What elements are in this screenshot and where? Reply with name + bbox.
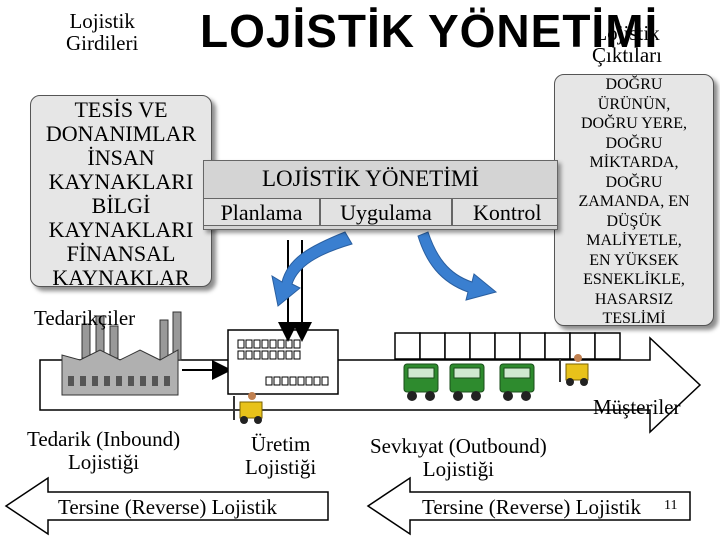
outbound-logistics-label: Sevkıyat (Outbound) Lojistiği — [370, 435, 547, 481]
outputs-item: ÜRÜNÜN, — [597, 95, 671, 113]
management-title: LOJİSTİK YÖNETİMİ — [262, 166, 479, 191]
reverse-arrow-left — [4, 476, 329, 536]
outputs-item: DÜŞÜK — [606, 212, 662, 230]
truck-icon — [449, 363, 485, 401]
outputs-label-line: Çıktıları — [592, 43, 662, 67]
inputs-item: FİNANSAL — [66, 241, 176, 266]
inputs-label-line: Lojistik — [69, 9, 135, 33]
outputs-item: DOĞRU — [605, 173, 663, 191]
production-boxes-icon — [227, 329, 339, 395]
forklift-icon — [233, 392, 263, 424]
stage-planning: Planlama — [203, 198, 320, 226]
outbound-line: Sevkıyat (Outbound) — [370, 434, 547, 458]
outputs-label-line: Lojistik — [594, 21, 660, 45]
reverse-logistics-left-label: Tersine (Reverse) Lojistik — [58, 495, 277, 519]
blue-curved-arrow-right — [417, 231, 498, 301]
blue-curved-arrow-left — [271, 231, 353, 307]
truck-icon — [499, 363, 535, 401]
outputs-item: DOĞRU YERE, — [580, 115, 688, 132]
outputs-item: EN YÜKSEK — [589, 251, 679, 269]
outputs-item: DOĞRU — [605, 134, 663, 152]
inbound-line: Lojistiği — [67, 450, 140, 474]
production-logistics-label: Üretim Lojistiği — [245, 433, 316, 479]
page-title: LOJİSTİK YÖNETİMİ — [200, 5, 659, 57]
factory-icon — [61, 311, 182, 396]
outputs-box: DOĞRU ÜRÜNÜN, DOĞRU YERE, DOĞRU MİKTARDA… — [554, 74, 714, 327]
outputs-item: MİKTARDA, — [589, 154, 679, 171]
inputs-item: KAYNAKLARI — [48, 217, 194, 242]
outputs-item: ESNEKLİKLE, — [583, 271, 685, 288]
forklift-icon — [559, 354, 589, 386]
outputs-item: DOĞRU — [605, 76, 663, 93]
outputs-item: ZAMANDA, EN — [578, 193, 690, 210]
outputs-item: HASARSIZ — [594, 290, 674, 308]
inputs-item: İNSAN — [87, 145, 155, 170]
inputs-item: KAYNAKLARI — [48, 169, 194, 194]
reverse-arrow-right — [366, 476, 691, 536]
suppliers-label: Tedarikçiler — [34, 306, 136, 330]
truck-icon — [403, 363, 439, 401]
inputs-item: KAYNAKLAR — [52, 265, 190, 290]
customers-label: Müşteriler — [593, 395, 681, 419]
outputs-item: MALİYETLE, — [586, 232, 682, 249]
inbound-line: Tedarik (Inbound) — [27, 427, 181, 451]
stage-control: Kontrol — [452, 198, 558, 226]
outputs-label: Lojistik Çıktıları — [592, 22, 662, 66]
main-flow-arrow — [39, 336, 702, 434]
inputs-item: TESİS VE — [74, 97, 168, 122]
page-number: 11 — [664, 498, 678, 513]
production-line: Lojistiği — [245, 455, 317, 479]
outbound-line: Lojistiği — [422, 457, 494, 481]
production-line: Üretim — [250, 432, 311, 456]
inputs-label: Lojistik Girdileri — [66, 10, 138, 54]
inbound-logistics-label: Tedarik (Inbound) Lojistiği — [27, 428, 180, 474]
warehouse-row-icon — [394, 332, 621, 360]
stage-implementation: Uygulama — [320, 198, 452, 226]
inputs-label-line: Girdileri — [66, 31, 139, 55]
inputs-item: BİLGİ — [91, 193, 151, 218]
reverse-logistics-right-label: Tersine (Reverse) Lojistik — [422, 495, 641, 519]
inputs-box: TESİS VE DONANIMLAR İNSAN KAYNAKLARI BİL… — [30, 95, 212, 290]
inputs-item: DONANIMLAR — [45, 121, 197, 146]
outputs-item: TESLİMİ — [602, 310, 666, 327]
